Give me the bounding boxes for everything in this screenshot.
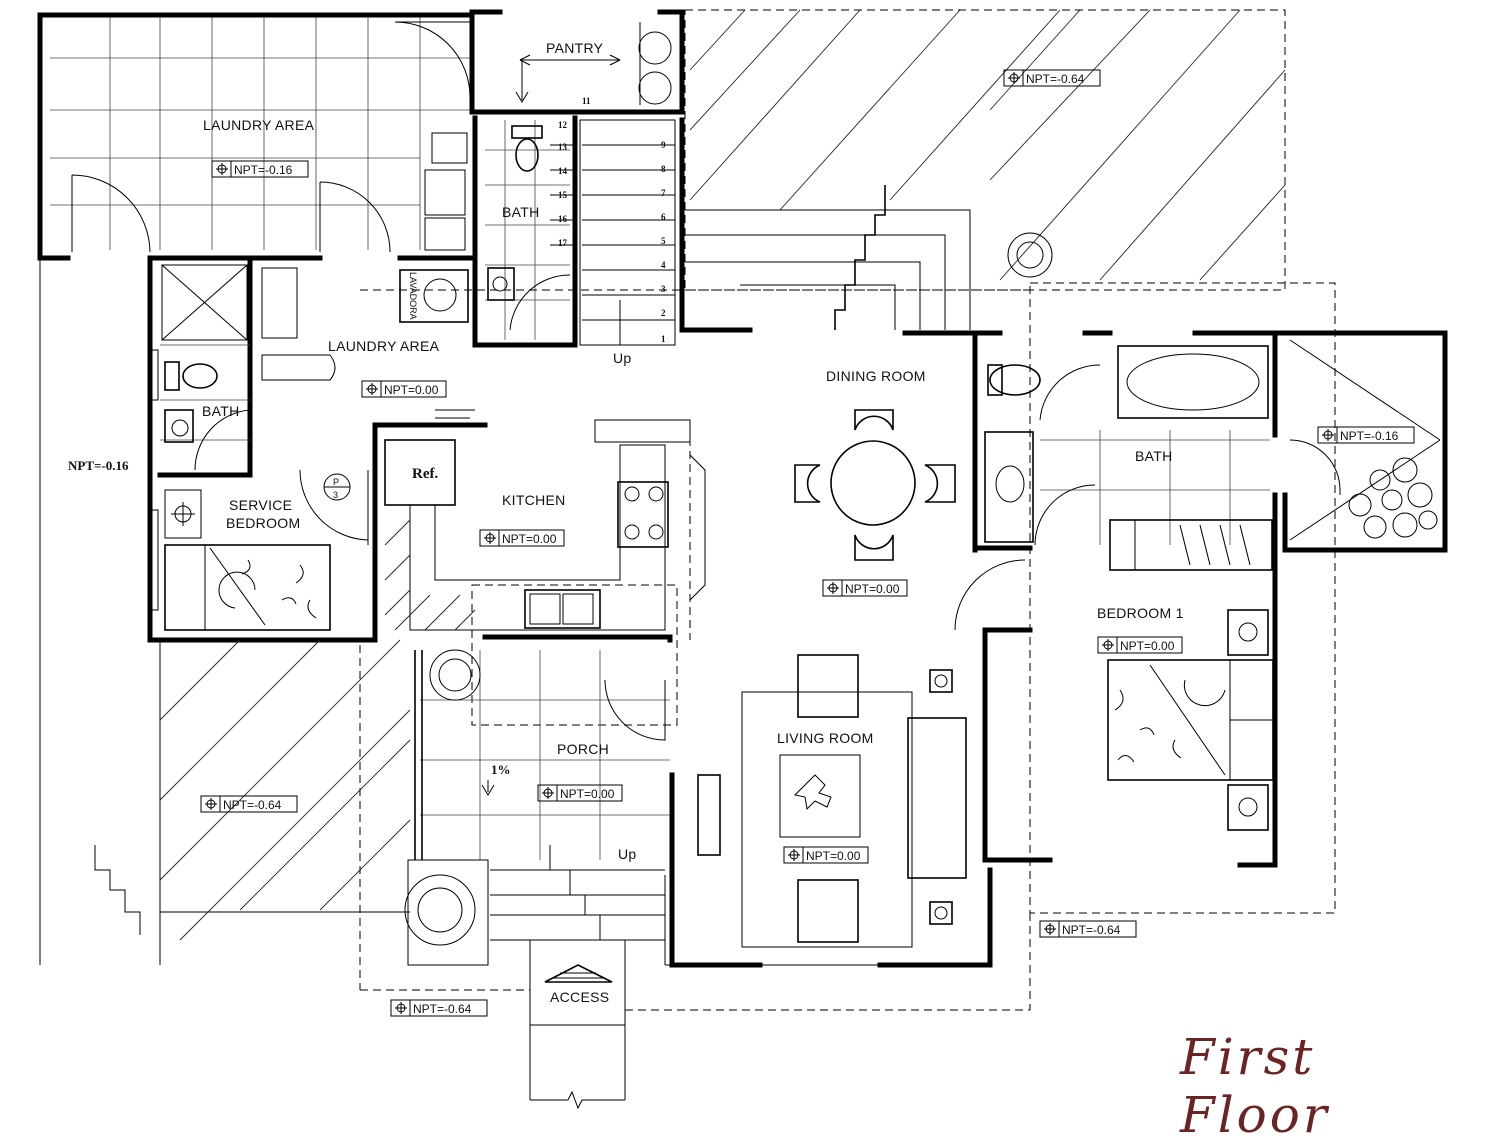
- level-tag-garden-right: NPT=-0.64: [1039, 920, 1137, 938]
- laundry-indoor-label: LAUNDRY AREA: [328, 338, 440, 354]
- bath-master-label: BATH: [1135, 448, 1173, 464]
- level-tag-porch: NPT=0.00: [537, 784, 623, 802]
- npt-side-label: NPT=-0.16: [68, 458, 129, 473]
- step-5: 5: [661, 236, 666, 246]
- level-garden-left: NPT=-0.64: [223, 798, 282, 812]
- dining-room-label: DINING ROOM: [826, 368, 926, 384]
- level-garden-bottom: NPT=-0.64: [413, 1002, 472, 1016]
- drawing-title: First Floor: [1180, 1028, 1330, 1144]
- dining-table: [830, 440, 916, 526]
- level-tag-garden-bottom: NPT=-0.64: [390, 999, 488, 1017]
- level-tag-living: NPT=0.00: [783, 846, 869, 864]
- level-tag-patio-right: NPT=-0.16: [1317, 426, 1415, 444]
- step-16: 16: [558, 214, 568, 224]
- step-17: 17: [558, 238, 568, 248]
- level-porch: NPT=0.00: [560, 787, 615, 801]
- step-3: 3: [661, 284, 666, 294]
- level-tag-laundry-outdoor: NPT=-0.16: [211, 160, 309, 178]
- stair-step-numbers: 1 2 3 4 5 6 7 8 9 11 12 13 14 15 16 17: [558, 96, 666, 344]
- level-garden-right: NPT=-0.64: [1062, 923, 1121, 937]
- step-11: 11: [582, 96, 591, 106]
- level-living: NPT=0.00: [806, 849, 861, 863]
- living-room-label: LIVING ROOM: [777, 730, 874, 746]
- up-porch-label: Up: [618, 846, 637, 862]
- step-12: 12: [558, 120, 568, 130]
- level-tag-dining: NPT=0.00: [822, 579, 908, 597]
- bedroom-1-label: BEDROOM 1: [1097, 605, 1184, 621]
- level-bedroom-1: NPT=0.00: [1120, 639, 1175, 653]
- garden-boundary-top: [684, 9, 1286, 291]
- laundry-outdoor-tiles: [50, 15, 470, 250]
- step-13: 13: [558, 142, 568, 152]
- step-2: 2: [661, 308, 666, 318]
- bath-stair-label: BATH: [502, 204, 540, 220]
- access-label: ACCESS: [550, 989, 609, 1005]
- level-tag-bedroom-1: NPT=0.00: [1097, 636, 1183, 654]
- level-tag-laundry-indoor: NPT=0.00: [361, 380, 447, 398]
- level-tag-garden-left: NPT=-0.64: [200, 795, 298, 813]
- step-8: 8: [661, 164, 666, 174]
- pantry-label: PANTRY: [546, 40, 604, 56]
- step-6: 6: [661, 212, 666, 222]
- step-7: 7: [661, 188, 666, 198]
- ref-label: Ref.: [412, 466, 438, 482]
- step-15: 15: [558, 190, 568, 200]
- level-laundry-indoor: NPT=0.00: [384, 383, 439, 397]
- level-patio-right: NPT=-0.16: [1340, 429, 1399, 443]
- p-tag-top: P: [333, 477, 339, 487]
- service-bedroom-label-1: SERVICE: [229, 497, 292, 513]
- bath-service-label: BATH: [202, 403, 240, 419]
- stair-treads: [550, 144, 675, 321]
- level-laundry-outdoor: NPT=-0.16: [234, 163, 293, 177]
- step-1: 1: [661, 334, 666, 344]
- laundry-outdoor-label: LAUNDRY AREA: [203, 117, 315, 133]
- step-4: 4: [661, 260, 666, 270]
- garden-hatch-top: [689, 9, 1286, 281]
- lavadora-label: LAVADORA: [408, 272, 418, 320]
- service-bedroom-label-2: BEDROOM: [226, 515, 300, 531]
- level-dining: NPT=0.00: [845, 582, 900, 596]
- level-kitchen: NPT=0.00: [502, 532, 557, 546]
- garden-hatch-left: [159, 639, 411, 941]
- up-stairs-label: Up: [613, 350, 632, 366]
- kitchen-label: KITCHEN: [502, 492, 566, 508]
- porch-label: PORCH: [557, 741, 609, 757]
- step-14: 14: [558, 166, 568, 176]
- level-garden-top: NPT=-0.64: [1026, 72, 1085, 86]
- level-tag-kitchen: NPT=0.00: [479, 529, 565, 547]
- level-tag-garden-top: NPT=-0.64: [1003, 69, 1101, 87]
- p-tag-bottom: 3: [333, 490, 338, 500]
- step-9: 9: [661, 140, 666, 150]
- slope-label: 1%: [491, 762, 511, 777]
